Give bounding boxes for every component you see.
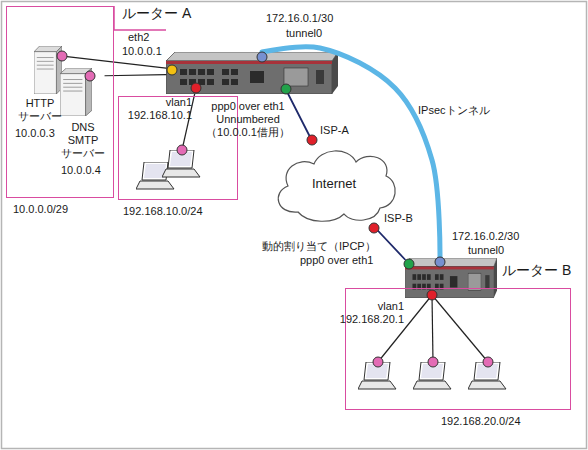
lan-wire <box>182 88 196 150</box>
interface-label: tunnel0 <box>286 27 322 40</box>
port-dot <box>369 223 379 233</box>
port-dot <box>85 71 95 81</box>
interface-label: Unnumbered <box>216 113 280 126</box>
link-label: IPsecトンネル <box>418 104 490 117</box>
port-dot <box>257 52 267 62</box>
port-dot <box>404 259 414 269</box>
node-text: HTTP サーバー <box>15 97 65 123</box>
network-link <box>374 226 406 259</box>
lan-segment-box: 192.168.10.0/24 <box>118 96 238 200</box>
interface-label: 動的割り当て（IPCP） <box>262 240 376 253</box>
interface-label: 192.168.20.1 <box>340 313 404 326</box>
interface-label: vlan1 <box>378 300 404 313</box>
port-dot <box>307 135 317 145</box>
node-text: Internet <box>312 176 356 192</box>
node-text: ルーター A <box>122 5 191 22</box>
lan-wire <box>432 295 433 362</box>
port-dot <box>373 357 383 367</box>
interface-label: tunnel0 <box>468 244 504 257</box>
laptop-icon <box>468 362 506 389</box>
node-text: ルーター B <box>502 262 571 279</box>
server-icon <box>34 46 62 94</box>
interface-label: 172.16.0.2/30 <box>452 230 519 243</box>
interface-label: eth2 <box>128 31 149 44</box>
port-dot <box>57 51 67 61</box>
node-text: DNS SMTP サーバー <box>61 121 105 160</box>
interface-label: ppp0 over eth1 <box>211 100 284 113</box>
node-text: 10.0.0.0/29 <box>13 203 68 216</box>
interface-label: （10.0.0.1借用） <box>206 126 290 139</box>
port-dot <box>435 257 445 267</box>
ipsec-tunnel <box>262 47 440 258</box>
port-dot <box>483 357 493 367</box>
port-dot <box>428 357 438 367</box>
port-dot <box>167 65 177 75</box>
interface-label: 172.16.0.1/30 <box>266 12 333 25</box>
port-dot <box>177 145 187 155</box>
laptop-icon <box>413 362 451 389</box>
lan-segment-box: HTTP サーバー10.0.0.3DNS SMTP サーバー10.0.0.410… <box>6 6 114 198</box>
interface-label: 192.168.10.1 <box>128 109 192 122</box>
server-node: DNS SMTP サーバー 10.0.0.4 <box>59 65 105 179</box>
port-dot <box>427 290 437 300</box>
node-text: 192.168.20.0/24 <box>441 415 521 428</box>
cloud-shape <box>268 142 400 226</box>
server-icon <box>60 68 92 116</box>
node-text: 10.0.0.4 <box>61 164 101 177</box>
port-dots <box>57 51 493 367</box>
router-node: ルーター B <box>405 258 497 298</box>
server-node: HTTP サーバー 10.0.0.3 <box>15 43 67 143</box>
laptop-icon <box>162 150 200 177</box>
node-text: 10.0.0.3 <box>15 127 55 140</box>
lan-wire <box>378 295 432 362</box>
lan-segment-box: 192.168.20.0/24 <box>345 288 571 410</box>
interface-label: 10.0.0.1 <box>122 45 162 58</box>
router-icon <box>405 258 497 298</box>
port-dot <box>191 83 201 93</box>
network-link <box>288 94 312 142</box>
interface-label: ppp0 over eth1 <box>300 254 373 267</box>
link-label: ISP-B <box>384 212 413 225</box>
site-outline <box>114 6 166 30</box>
network-link <box>105 75 166 76</box>
network-link <box>67 57 166 68</box>
router-node: ルーター A <box>166 52 338 94</box>
node-text: 192.168.10.0/24 <box>123 205 203 218</box>
link-label: ISP-A <box>320 124 349 137</box>
cloud-outline <box>278 151 395 221</box>
interface-label: vlan1 <box>166 96 192 109</box>
lan-wire <box>432 295 488 362</box>
laptop-icon <box>358 362 396 389</box>
internet-cloud: Internet <box>268 142 400 226</box>
port-dot <box>281 84 291 94</box>
router-icon <box>166 52 338 94</box>
